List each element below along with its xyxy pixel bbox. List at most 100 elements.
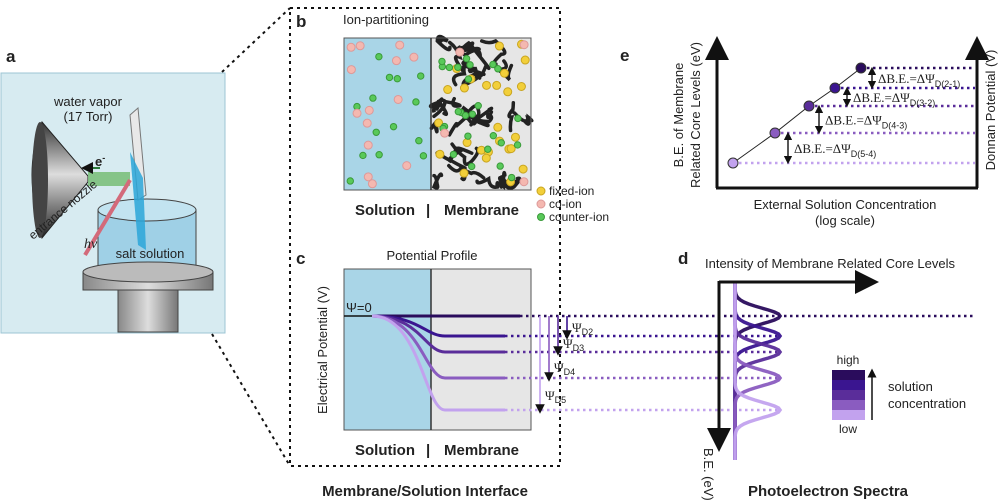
e-x-label-1: External Solution Concentration <box>754 197 937 212</box>
psi-label: ΨD2 <box>572 320 593 337</box>
polymer-chain <box>435 34 452 52</box>
data-point <box>829 82 841 94</box>
annotation-main: ΔB.E.=ΔΨ <box>853 90 910 105</box>
panel-e-be-vs-concentration: e B.E. of Membrane Related Core Levels (… <box>620 36 998 228</box>
panel-label-d: d <box>678 249 688 268</box>
polymer-chain <box>435 151 467 182</box>
legend-co-ion: co-ion <box>549 197 582 211</box>
annotation-subscript: D(3-2) <box>910 98 936 108</box>
delta-annotation: ΔB.E.=ΔΨD(2-1) <box>878 71 960 89</box>
co-ion <box>409 52 419 62</box>
fixed-ion <box>494 41 504 51</box>
fixed-ion <box>435 149 445 159</box>
delta-annotation: ΔB.E.=ΔΨD(5-4) <box>794 141 876 159</box>
fixed-ion <box>434 118 444 128</box>
fixed-ion <box>520 55 530 65</box>
colorbar-swatch <box>832 380 865 390</box>
separator: | <box>426 442 430 459</box>
polymer-chain <box>475 110 494 124</box>
ions <box>346 39 530 189</box>
cone-opening <box>32 122 48 238</box>
panel-label-a: a <box>6 47 16 66</box>
ion-legend: fixed-ion co-ion counter-ion <box>536 184 609 224</box>
counter-ion <box>461 111 470 120</box>
co-ion <box>455 47 465 57</box>
e-y-label-right: Donnan Potential (V) <box>983 50 998 171</box>
polymer-chain <box>475 175 504 189</box>
potential-curve <box>371 314 505 412</box>
co-ion <box>346 65 356 75</box>
legend-concentration: concentration <box>888 396 966 411</box>
annotation-subscript: D(2-1) <box>935 79 961 89</box>
fixed-ion <box>510 132 520 142</box>
panel-c-title: Potential Profile <box>386 248 477 263</box>
polymer-chain <box>497 176 522 190</box>
counter-ion <box>393 75 402 83</box>
psi-subscript: D2 <box>582 327 594 337</box>
psi-symbol: Ψ <box>572 320 582 335</box>
potential-curves <box>371 314 520 412</box>
psi-symbol: Ψ <box>554 360 564 375</box>
counter-ion <box>489 131 498 140</box>
legend-counter-ion: counter-ion <box>549 210 609 224</box>
electron-label: e- <box>95 153 105 169</box>
counter-ion <box>419 152 428 160</box>
counter-ion <box>497 139 505 147</box>
co-ion <box>440 128 450 138</box>
counter-ion <box>474 102 482 110</box>
counter-ion <box>514 114 522 123</box>
spectrum-peak <box>733 282 783 460</box>
counter-ion <box>438 57 446 66</box>
photon-beam <box>83 178 132 257</box>
spectrum-peak <box>733 282 783 460</box>
polymer-chain <box>447 40 468 73</box>
panel-label-e: e <box>620 46 629 65</box>
counter-ion <box>412 98 420 106</box>
e-x-label-2: (log scale) <box>815 213 875 228</box>
spectrum-peak <box>733 282 783 460</box>
data-point <box>727 157 739 169</box>
annotation-main: ΔB.E.=ΔΨ <box>878 71 935 86</box>
counter-ion <box>468 110 477 118</box>
colorbar-swatch <box>832 390 865 400</box>
pressure-label: (17 Torr) <box>64 109 113 124</box>
spectrum-peak <box>733 281 783 460</box>
fixed-ion <box>493 122 503 132</box>
annotation-main: ΔB.E.=ΔΨ <box>794 141 851 156</box>
membrane-wetted-area <box>130 152 146 250</box>
fixed-ion <box>499 68 509 78</box>
legend-solution: solution <box>888 379 933 394</box>
co-ion <box>346 42 356 52</box>
zoom-connector-lines <box>211 7 561 467</box>
e-y-label-2: Related Core Levels (eV) <box>688 42 703 188</box>
high-label: high <box>837 353 860 367</box>
psi-subscript: D5 <box>555 395 567 405</box>
annotation-subscript: D(5-4) <box>851 149 877 159</box>
fixed-ion <box>518 164 528 174</box>
counter-ion <box>489 60 497 69</box>
solution-region <box>344 269 431 430</box>
e-y-label-1: B.E. of Membrane <box>671 63 686 168</box>
psi-subscript: D4 <box>564 367 576 377</box>
membrane-label: Membrane <box>444 202 519 219</box>
d-y-axis-label: B.E. (eV) <box>701 448 716 501</box>
counter-ion <box>375 52 383 61</box>
psi-label: ΨD3 <box>563 336 584 353</box>
colorbar-swatch <box>832 400 865 410</box>
solution-label: Solution <box>355 442 415 459</box>
co-ion <box>363 140 373 150</box>
counter-ion <box>369 94 377 102</box>
membrane-region <box>430 268 532 431</box>
psi-symbol: Ψ <box>545 388 555 403</box>
polymer-chain <box>432 96 462 119</box>
counter-ion <box>417 72 425 80</box>
counter-ion <box>467 162 476 171</box>
counter-ion <box>484 145 492 153</box>
co-ion <box>364 105 374 115</box>
concentration-colorbar <box>832 370 865 420</box>
counter-ion <box>507 173 516 182</box>
caption-interface: Membrane/Solution Interface <box>322 483 528 500</box>
spectrum-peak <box>733 282 783 460</box>
fixed-ion <box>482 80 492 90</box>
co-ion <box>352 108 362 118</box>
